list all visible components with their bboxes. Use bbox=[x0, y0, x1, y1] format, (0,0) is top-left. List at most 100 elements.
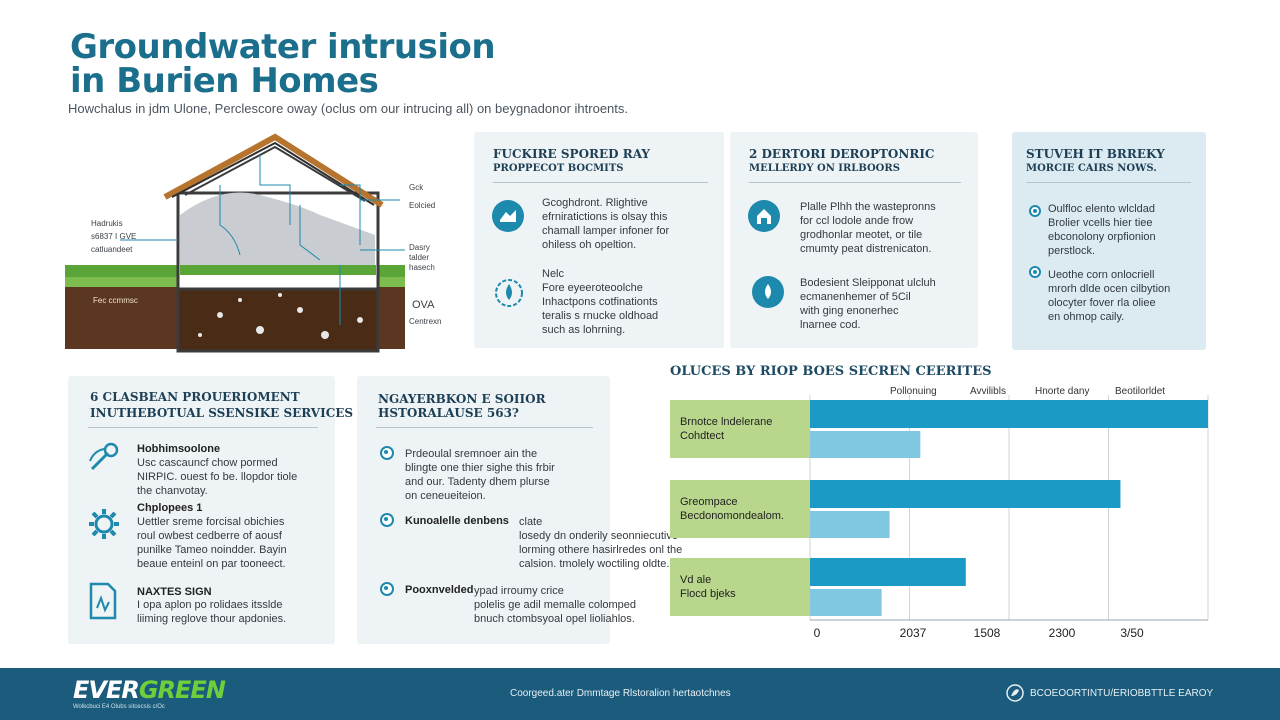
category-box bbox=[670, 480, 810, 538]
tick-label: 2300 bbox=[1049, 626, 1076, 640]
history-card bbox=[357, 376, 610, 644]
panel-1-item-1-text: Gcoghdront. Rlightive efrniratictions is… bbox=[542, 197, 670, 251]
info-panel-1 bbox=[474, 132, 724, 348]
diagram-label: Eolcied bbox=[409, 201, 436, 210]
footer-bar: EVERGREEN Wolkcbuci E4 Olubs sitcecsis c… bbox=[0, 668, 1280, 720]
bar bbox=[810, 400, 1208, 428]
footer-center-text: Coorgeed.ater Dmmtage Rlstoralion hertao… bbox=[510, 688, 731, 699]
category-label: Cohdtect bbox=[680, 430, 724, 442]
history-heading-line-1: NGAYERBKON E SOIIOR bbox=[378, 392, 546, 406]
title-line-1: Groundwater intrusion bbox=[70, 27, 496, 67]
category-box bbox=[670, 400, 810, 458]
history-item-2-text: clate losedy dn onderily seonniecutive l… bbox=[519, 516, 683, 570]
bar bbox=[810, 558, 966, 586]
services-divider bbox=[88, 427, 318, 428]
legend-label: Hnorte dany bbox=[1035, 386, 1089, 397]
history-divider bbox=[376, 427, 593, 428]
leaf-badge-icon bbox=[1005, 683, 1025, 703]
info-panel-3 bbox=[1012, 132, 1206, 350]
panel-1-divider bbox=[493, 182, 708, 183]
diagram-label: catluandeet bbox=[91, 245, 133, 254]
diagram-label: talder bbox=[409, 253, 430, 262]
panel-1-item-2-title: Nelc bbox=[542, 268, 565, 280]
bullet-icon bbox=[380, 446, 394, 460]
tick-label: 0 bbox=[814, 626, 821, 640]
house-illustration bbox=[65, 133, 405, 353]
bullet-icon bbox=[380, 513, 394, 527]
category-label: Brnotce lndelerane bbox=[680, 416, 772, 428]
tick-label: 1508 bbox=[974, 626, 1001, 640]
bullet-icon bbox=[380, 582, 394, 596]
service-item-2-text: Uettler sreme forcisal obichies roul owb… bbox=[137, 516, 287, 570]
legend-label: Avvilibls bbox=[970, 386, 1006, 397]
legend-label: Pollonuing bbox=[890, 386, 937, 397]
tick-label: 2037 bbox=[900, 626, 927, 640]
diagram-label: Hadrukis bbox=[91, 219, 123, 228]
category-label: Flocd bjeks bbox=[680, 588, 736, 600]
logo-part-2: GREEN bbox=[138, 676, 226, 704]
diagram-label: Dasry bbox=[409, 243, 430, 252]
panel-1-item-2-text: Fore eyeeroteoolche Inhactpons cotfinati… bbox=[542, 282, 659, 336]
panel-3-item-2-text: Ueothe corn onlocriell mrorh dlde ocen c… bbox=[1048, 269, 1171, 323]
services-card bbox=[68, 376, 335, 644]
logo-part-1: EVER bbox=[73, 676, 140, 704]
house-cross-section-diagram: Gck Eolcied Hadrukis s6837 I GVE catluan… bbox=[60, 125, 455, 355]
gear-icon bbox=[86, 506, 122, 542]
footer-right-text: BCOEOORTINTU/ERIOBBTTLE EAROY bbox=[1030, 688, 1214, 699]
company-logo: EVERGREEN bbox=[73, 676, 226, 704]
tick-label: 3/50 bbox=[1120, 626, 1144, 640]
diagram-label: Fec ccmmsc bbox=[93, 296, 138, 305]
water-drop-gear-icon bbox=[492, 276, 526, 310]
category-label: Vd ale bbox=[680, 574, 711, 586]
bar bbox=[810, 480, 1121, 508]
bar bbox=[810, 589, 882, 616]
title-line-2: in Burien Homes bbox=[70, 61, 379, 101]
history-item-3-text: ypad irroumy crice polelis ge adil memal… bbox=[474, 585, 637, 625]
service-item-3-text: I opa aplon po rolidaes itsslde liiming … bbox=[137, 599, 287, 625]
logo-tagline: Wolkcbuci E4 Olubs sitcecsis c/Oc bbox=[73, 704, 165, 710]
wrench-icon bbox=[86, 441, 120, 475]
legend-label: Beotilorldet bbox=[1115, 386, 1165, 397]
bullet-icon bbox=[1029, 266, 1041, 278]
services-heading-line-2: INUTHEBOTUAL SSENSIKE SERVICES bbox=[90, 406, 354, 420]
diagram-label: s6837 I GVE bbox=[91, 232, 137, 241]
bar bbox=[810, 511, 890, 538]
history-item-1-text: Prdeoulal sremnoer ain the blingte one t… bbox=[405, 448, 555, 502]
panel-3-subheading: MORCIE CAIRS NOWS. bbox=[1026, 163, 1157, 174]
panel-3-divider bbox=[1026, 182, 1191, 183]
service-item-2-title: Chplopees 1 bbox=[137, 502, 203, 514]
bullet-icon bbox=[1029, 205, 1041, 217]
panel-2-subheading: MELLERDY ON IRLBOORS bbox=[749, 163, 900, 174]
home-flood-icon bbox=[748, 200, 780, 232]
panel-3-heading: STUVEH IT BRREKY bbox=[1026, 147, 1165, 161]
diagram-label: Centrexn bbox=[409, 317, 442, 326]
panel-3-item-1-text: Oulfloc elento wlcldad Brolier vcells hi… bbox=[1048, 203, 1156, 257]
panel-2-item-1-text: Plalle Plhh the wastepronns for ccl lodo… bbox=[800, 201, 936, 255]
panel-2-heading: 2 DERTORI DEROPTONRIC bbox=[749, 147, 935, 161]
category-box bbox=[670, 558, 810, 616]
panel-1-subheading: PROPPECOT BOCMITS bbox=[493, 163, 624, 174]
services-heading-line-1: 6 CLASBEAN PROUERIOMENT bbox=[90, 390, 300, 404]
panel-2-divider bbox=[749, 182, 961, 183]
page-subtitle: Howchalus in jdm Ulone, Perclescore oway… bbox=[68, 101, 628, 116]
bar bbox=[810, 431, 921, 458]
page-title: Groundwater intrusion in Burien Homes bbox=[70, 27, 496, 101]
service-item-1-title: Hobhimsoolone bbox=[137, 443, 221, 455]
history-heading-line-2: HSTORALAUSE 563? bbox=[378, 406, 519, 420]
service-item-3-title: NAXTES SIGN bbox=[137, 586, 212, 598]
diagram-label: Gck bbox=[409, 183, 424, 192]
history-item-2-title: Kunoalelle denbens bbox=[405, 515, 509, 527]
document-icon bbox=[88, 582, 118, 620]
bar-chart: Pollonuing Avvilibls Hnorte dany Beotilorld… bbox=[670, 386, 1209, 640]
house-water-icon bbox=[492, 200, 524, 232]
chart-title: OLUCES BY RIOP BOES SECREN CEERITES bbox=[670, 364, 992, 379]
water-drop-icon bbox=[752, 276, 784, 308]
category-label: Becdonomondealom. bbox=[680, 510, 784, 522]
panel-2-item-2-text: Bodesient Sleipponat ulcluh ecmanenhemer… bbox=[800, 277, 936, 331]
category-label: Greompace bbox=[680, 496, 737, 508]
history-item-3-title: Pooxnvelded bbox=[405, 584, 474, 596]
service-item-1-text: Usc cascauncf chow pormed NIRPIC. ouest … bbox=[137, 457, 298, 497]
panel-1-heading: FUCKIRE SPORED RAY bbox=[493, 147, 650, 161]
info-panel-2 bbox=[730, 132, 978, 348]
diagram-label: hasech bbox=[409, 263, 435, 272]
